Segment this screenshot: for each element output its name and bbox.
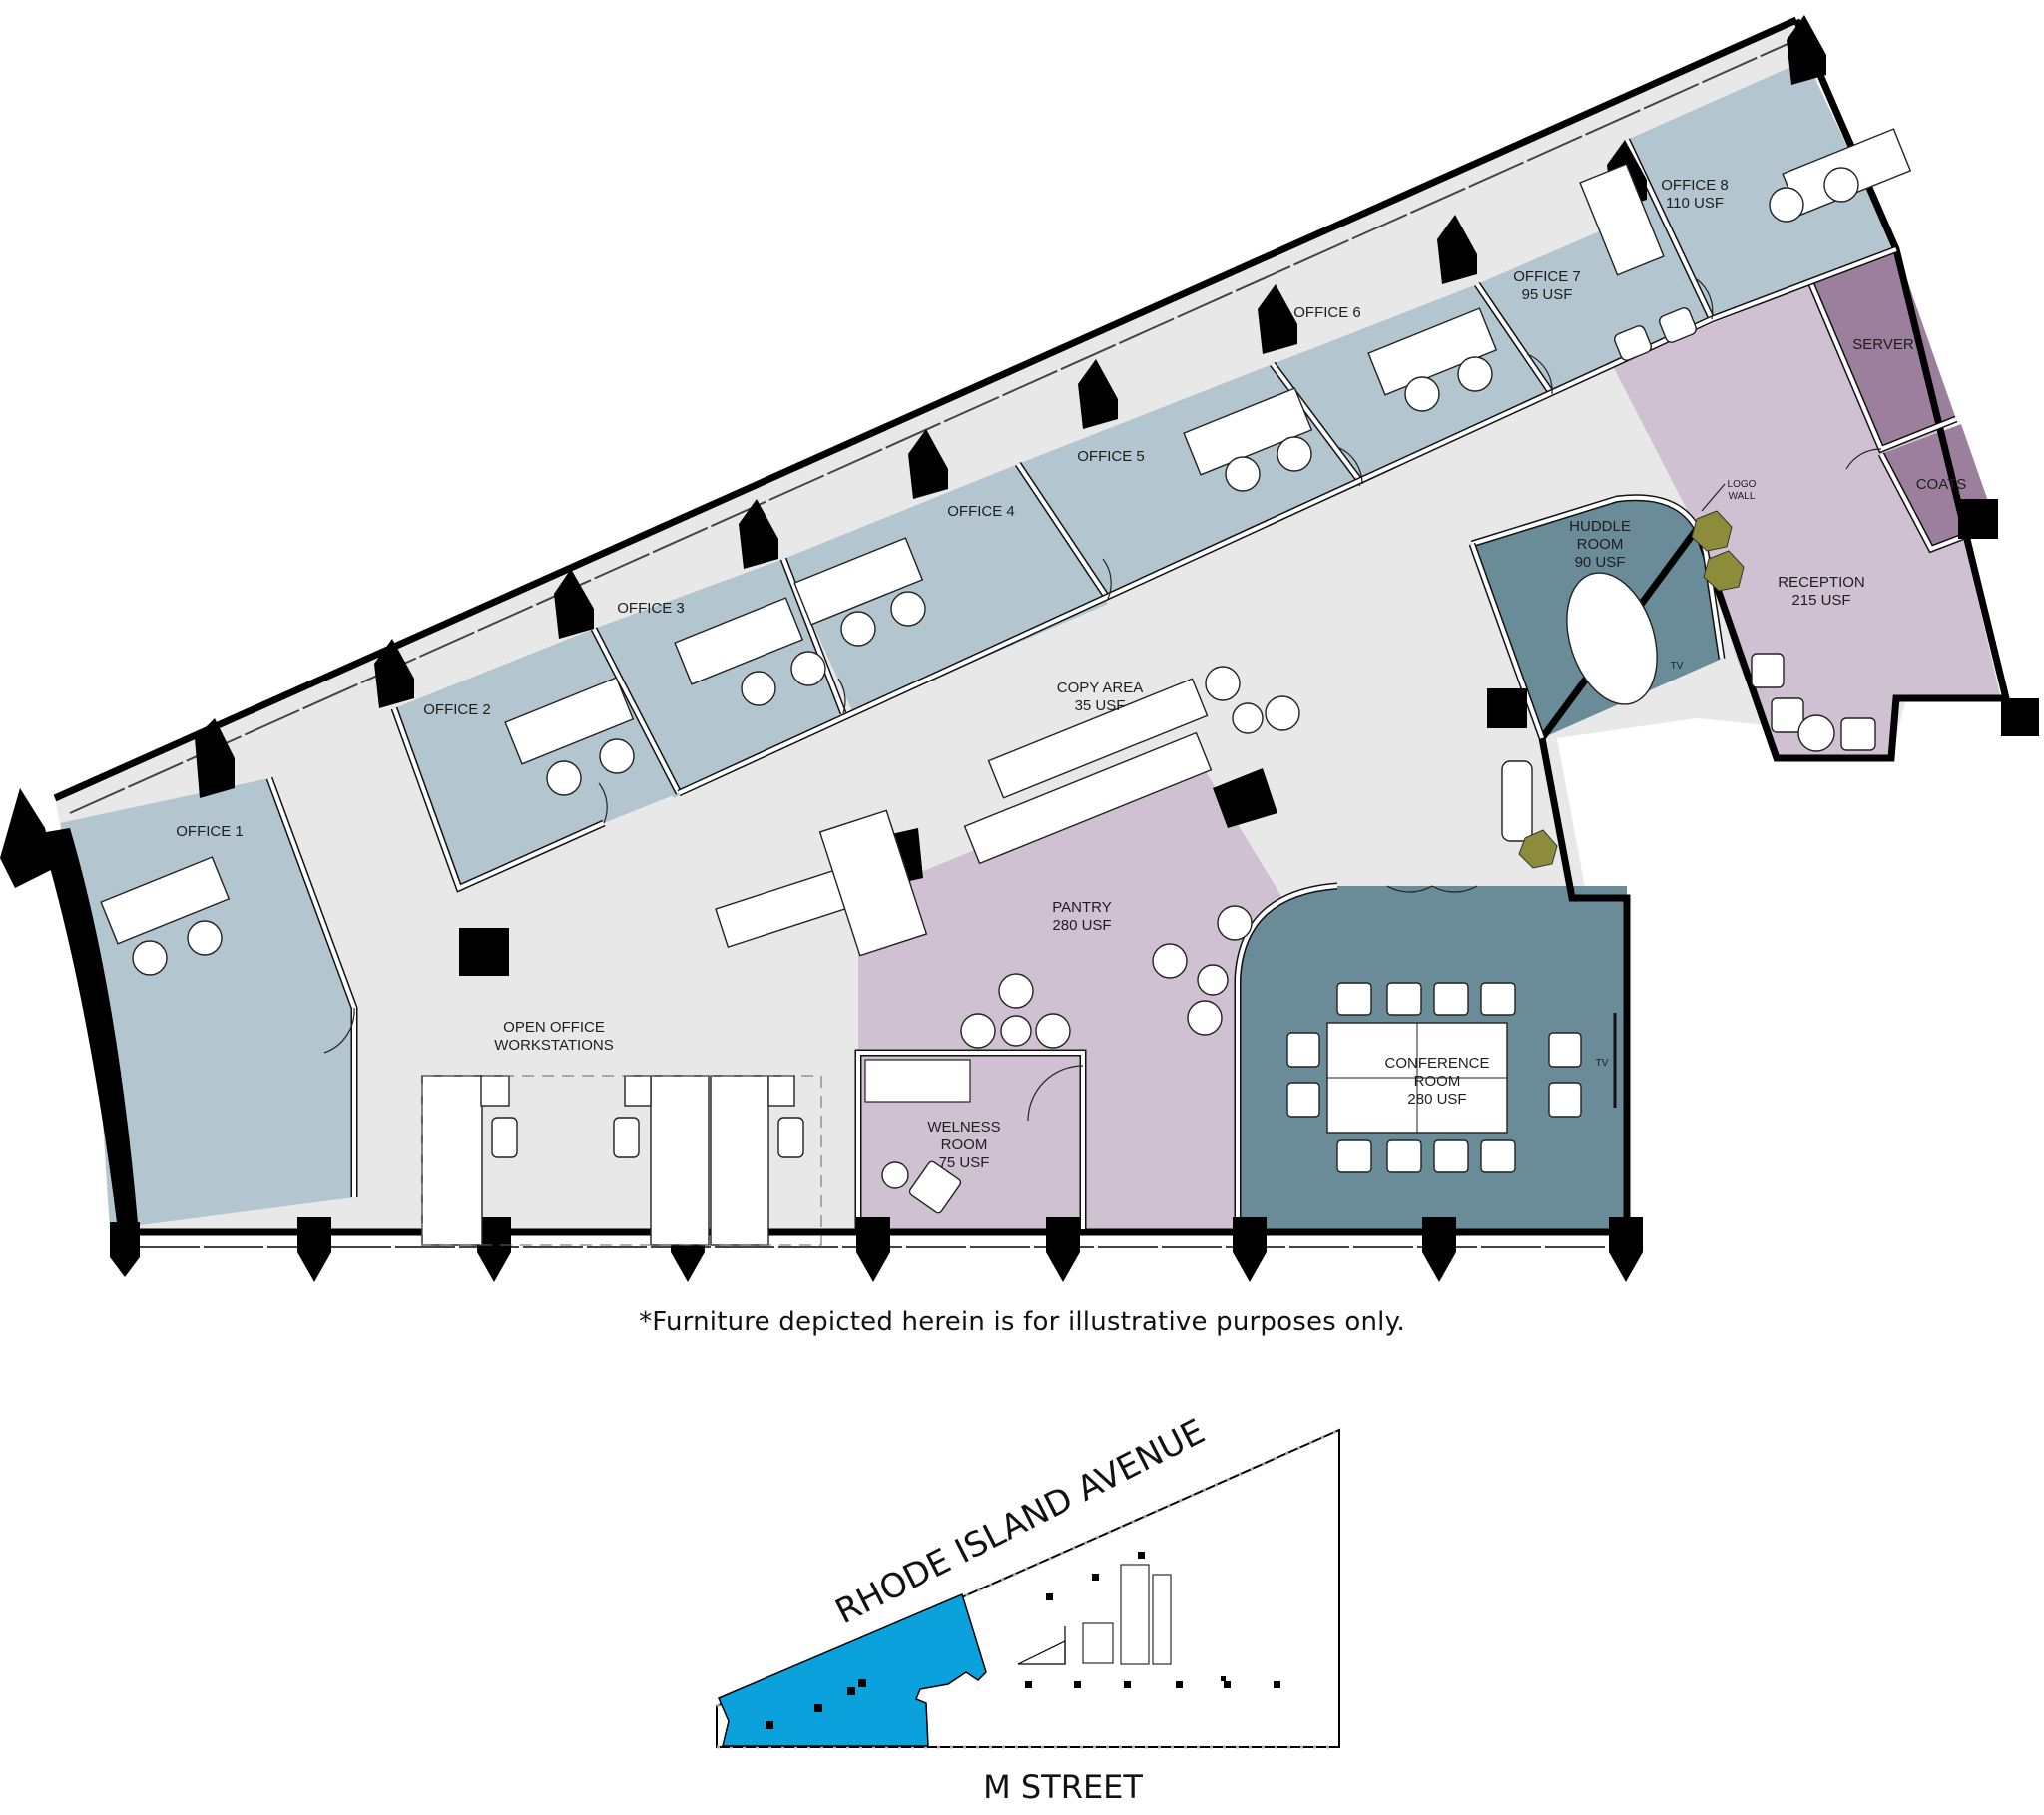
office-4-area — [783, 464, 1108, 713]
office-7-label: OFFICE 7 — [1513, 268, 1581, 285]
exterior-wall-east — [1538, 18, 2011, 1232]
copy-counter — [987, 678, 1209, 799]
office-7-area: 95 USF — [1522, 286, 1573, 303]
huddle-room-label-2: ROOM — [1577, 536, 1624, 553]
plant-icon — [1703, 550, 1745, 592]
reception-label: RECEPTION — [1778, 574, 1865, 591]
office-8-label: OFFICE 8 — [1661, 177, 1729, 194]
pantry-label: PANTRY — [1052, 899, 1111, 916]
exterior-wall-north — [53, 16, 1798, 802]
plants — [1518, 510, 1745, 869]
furniture-disclaimer: *Furniture depicted herein is for illust… — [639, 1307, 1405, 1337]
workstation — [421, 1075, 483, 1246]
copy-area-label: COPY AREA — [1057, 680, 1143, 696]
huddle-table — [1566, 572, 1658, 705]
office-5-label: OFFICE 5 — [1077, 448, 1145, 465]
office-2-label: OFFICE 2 — [423, 701, 491, 718]
plant-icon — [1691, 510, 1733, 552]
office-1-label: OFFICE 1 — [176, 823, 244, 840]
wellness-room-area: 75 USF — [939, 1154, 990, 1171]
open-office-label: OPEN OFFICE — [503, 1019, 605, 1036]
conference-room-area: 280 USF — [1407, 1091, 1466, 1108]
wellness-room-label-2: ROOM — [941, 1136, 988, 1153]
conference-room-label: CONFERENCE — [1384, 1055, 1489, 1072]
m-street-label: M STREET — [983, 1768, 1143, 1806]
coats-label: COATS — [1916, 476, 1967, 493]
leased-premises-highlight — [718, 1592, 987, 1747]
pantry-area — [858, 758, 1282, 1229]
key-plan: RHODE ISLAND AVENUE — [716, 1412, 1340, 1749]
wellness-room-label: WELNESS — [927, 1119, 1000, 1135]
pantry-area: 280 USF — [1052, 917, 1111, 934]
office-7-area — [1477, 220, 1712, 394]
conference-tv-label: TV — [1596, 1058, 1609, 1069]
logo-wall-leader — [1701, 483, 1726, 512]
huddle-tv-label: TV — [1671, 661, 1684, 672]
huddle-room-label: HUDDLE — [1569, 518, 1631, 535]
exterior-wall-west-curve — [40, 828, 140, 1247]
reception-area: 215 USF — [1791, 592, 1850, 609]
conference-room-label-2: ROOM — [1414, 1073, 1461, 1090]
open-office-label-2: WORKSTATIONS — [494, 1037, 613, 1054]
desk — [100, 856, 231, 945]
office-8-area: 110 USF — [1666, 195, 1724, 212]
logo-wall-label: LOGO — [1728, 479, 1757, 490]
room-labels: OFFICE 1 OFFICE 2 OFFICE 3 OFFICE 4 OFFI… — [176, 177, 1966, 1171]
office-3-label: OFFICE 3 — [617, 600, 685, 617]
copy-area-area: 35 USF — [1075, 697, 1126, 714]
plant-icon — [1518, 829, 1558, 869]
office-8-area — [1627, 60, 1896, 319]
doors — [323, 278, 1882, 1122]
office-4-label: OFFICE 4 — [947, 503, 1015, 520]
huddle-room-area: 90 USF — [1575, 554, 1626, 571]
logo-wall-label-2: WALL — [1729, 491, 1756, 502]
furniture — [100, 128, 1912, 1246]
conference-chairs — [1286, 982, 1582, 1173]
server-area — [1811, 249, 1956, 449]
server-label: SERVER — [1852, 336, 1914, 353]
office-6-label: OFFICE 6 — [1293, 304, 1361, 321]
window-band-north — [69, 39, 1797, 814]
